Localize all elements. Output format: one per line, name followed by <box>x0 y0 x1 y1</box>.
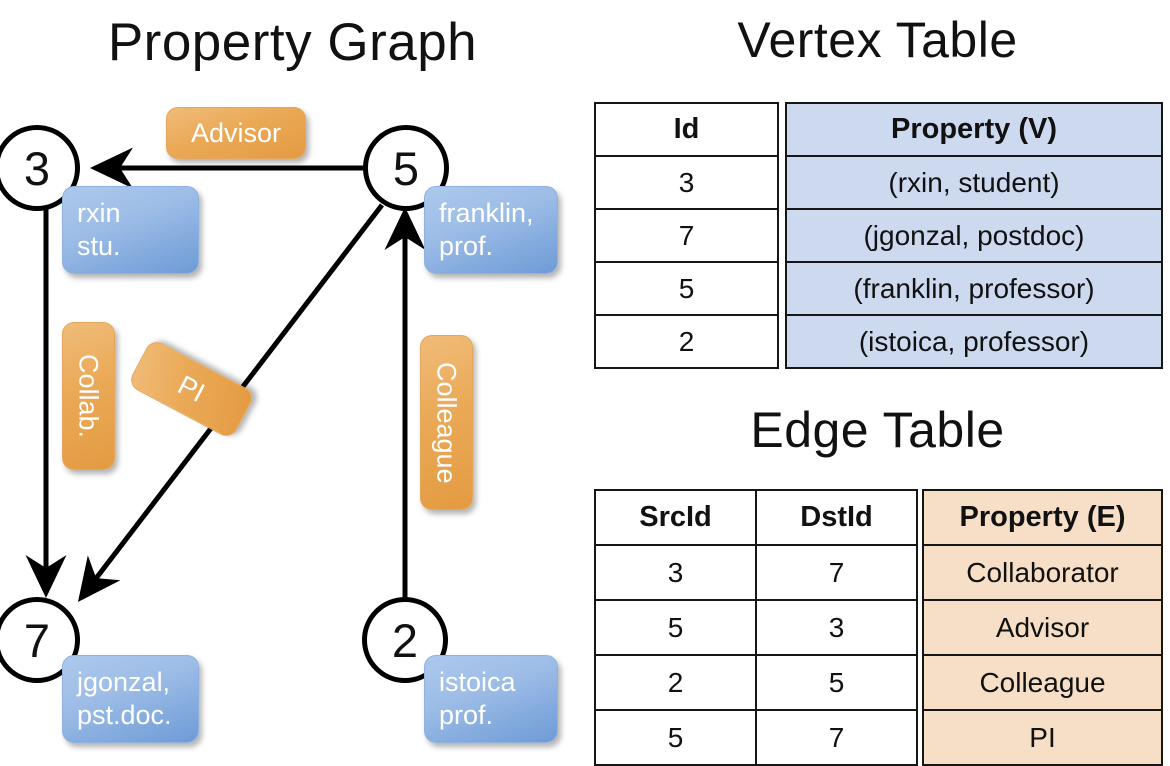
vertex-table-header-property: Property (V) <box>785 102 1163 157</box>
table-header-row: Property (V) <box>785 102 1163 157</box>
vertex-table-property-column: Property (V) (rxin, student) (jgonzal, p… <box>785 102 1163 369</box>
vertex-table-cell-property: (rxin, student) <box>785 155 1163 210</box>
graph-node-2-label: 2 <box>391 613 419 667</box>
vertex-property-chip-istoica-line1: istoica <box>439 667 516 697</box>
edge-label-chip-advisor: Advisor <box>166 107 306 159</box>
vertex-table-cell-id: 3 <box>594 155 779 210</box>
property-graph-diagram: 3 5 7 2 rxin stu. franklin, prof. jgonza… <box>0 0 585 760</box>
table-row: 2 5 <box>594 654 918 711</box>
edge-label-chip-colleague-text: Colleague <box>431 361 462 484</box>
table-row: 3 7 <box>594 544 918 601</box>
vertex-property-chip-rxin-line1: rxin <box>77 198 121 228</box>
table-header-row: Id <box>594 102 779 157</box>
vertex-table-cell-id: 7 <box>594 208 779 263</box>
edge-table-cell-srcid: 3 <box>594 544 757 601</box>
edge-table-cell-srcid: 2 <box>594 654 757 711</box>
page-title-vertex-table: Vertex Table <box>737 12 1018 68</box>
edge-table-header-property: Property (E) <box>922 489 1163 546</box>
edge-table-cell-property: Advisor <box>922 599 1163 656</box>
vertex-property-chip-jgonzal-line1: jgonzal, <box>77 667 171 697</box>
vertex-property-chip-istoica-line2: prof. <box>439 700 494 730</box>
edge-label-chip-colleague: Colleague <box>420 335 473 510</box>
vertex-table-cell-property: (franklin, professor) <box>785 261 1163 316</box>
table-row: Colleague <box>922 654 1163 711</box>
edge-label-chip-advisor-text: Advisor <box>190 118 282 148</box>
page-title-property-graph: Property Graph <box>107 13 478 72</box>
table-row: 5 3 <box>594 599 918 656</box>
edge-table-cell-property: Colleague <box>922 654 1163 711</box>
edge-label-chip-pi-text: PI <box>173 369 210 409</box>
table-row: 5 <box>594 261 779 316</box>
vertex-table-cell-id: 5 <box>594 261 779 316</box>
table-row: (rxin, student) <box>785 155 1163 210</box>
edge-table-header-srcid: SrcId <box>594 489 757 546</box>
edge-table-cell-property: Collaborator <box>922 544 1163 601</box>
edge-table-header-dstid: DstId <box>755 489 918 546</box>
table-row: 2 <box>594 314 779 369</box>
vertex-table-header-id: Id <box>594 102 779 157</box>
vertex-table-id-column: Id 3 7 5 2 <box>594 102 779 369</box>
page-title-edge-table: Edge Table <box>750 402 1005 458</box>
table-header-row: Property (E) <box>922 489 1163 546</box>
vertex-property-chip-rxin: rxin stu. <box>62 186 199 274</box>
table-header-row: SrcId DstId <box>594 489 918 546</box>
vertex-table-cell-property: (istoica, professor) <box>785 314 1163 369</box>
graph-node-5-label: 5 <box>392 141 420 195</box>
vertex-property-chip-jgonzal-line2: pst.doc. <box>77 700 172 730</box>
edge-table-cell-srcid: 5 <box>594 709 757 766</box>
vertex-property-chip-istoica: istoica prof. <box>424 655 558 743</box>
table-row: 3 <box>594 155 779 210</box>
vertex-table-cell-id: 2 <box>594 314 779 369</box>
edge-table-cell-dstid: 5 <box>755 654 918 711</box>
vertex-property-chip-rxin-line2: stu. <box>77 231 121 261</box>
table-row: Collaborator <box>922 544 1163 601</box>
edge-table-cell-srcid: 5 <box>594 599 757 656</box>
edge-table-cell-dstid: 7 <box>755 709 918 766</box>
vertex-table-cell-property: (jgonzal, postdoc) <box>785 208 1163 263</box>
vertex-property-chip-franklin-line2: prof. <box>439 231 494 261</box>
vertex-property-chip-franklin-line1: franklin, <box>439 198 534 228</box>
table-row: (istoica, professor) <box>785 314 1163 369</box>
edge-table-key-columns: SrcId DstId 3 7 5 3 2 5 5 7 <box>594 489 918 766</box>
table-row: PI <box>922 709 1163 766</box>
table-row: 7 <box>594 208 779 263</box>
edge-table-cell-property: PI <box>922 709 1163 766</box>
edge-label-chip-collab-text: Collab. <box>73 353 104 439</box>
edge-table-cell-dstid: 7 <box>755 544 918 601</box>
table-row: 5 7 <box>594 709 918 766</box>
edge-label-chip-collab: Collab. <box>62 322 115 470</box>
edge-table-property-column: Property (E) Collaborator Advisor Collea… <box>922 489 1163 766</box>
vertex-property-chip-franklin: franklin, prof. <box>424 186 558 274</box>
table-row: (jgonzal, postdoc) <box>785 208 1163 263</box>
vertex-property-chip-jgonzal: jgonzal, pst.doc. <box>62 655 199 743</box>
graph-node-7-label: 7 <box>23 613 51 667</box>
graph-node-3-label: 3 <box>23 141 51 195</box>
edge-table-cell-dstid: 3 <box>755 599 918 656</box>
table-row: Advisor <box>922 599 1163 656</box>
table-row: (franklin, professor) <box>785 261 1163 316</box>
